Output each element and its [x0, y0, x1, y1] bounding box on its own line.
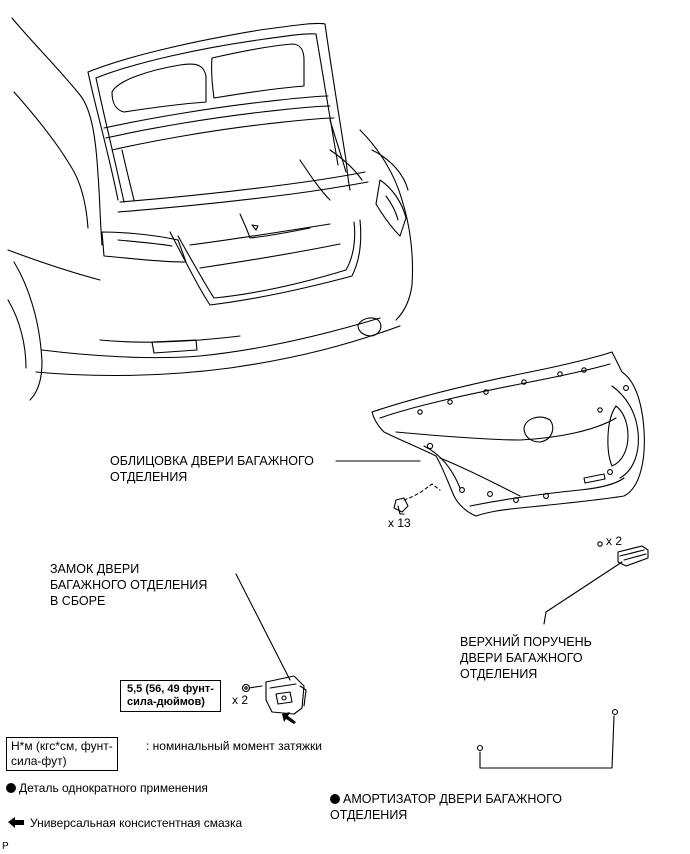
- lock-grease-arrow: [282, 712, 296, 724]
- damper-part: [476, 708, 619, 752]
- non-reusable-dot-icon: [330, 794, 340, 804]
- handle-leader-line: [543, 561, 623, 625]
- handle-label: ВЕРХНИЙ ПОРУЧЕНЬ ДВЕРИ БАГАЖНОГО ОТДЕЛЕН…: [460, 635, 592, 681]
- car-rear-drawing: [7, 17, 414, 401]
- legend-grease: Универсальная консистентная смазка: [30, 816, 243, 830]
- grease-arrow-icon: [8, 817, 24, 828]
- lock-label: ЗАМОК ДВЕРИ БАГАЖНОГО ОТДЕЛЕНИЯ В СБОРЕ: [50, 562, 208, 608]
- legend-torque-desc: : номинальный момент затяжки: [146, 739, 322, 753]
- damper-label: АМОРТИЗАТОР ДВЕРИ БАГАЖНОГО ОТДЕЛЕНИЯ: [330, 791, 562, 823]
- legend-torque-units-box: Н*м (кгс*см, фунт- сила-фут): [6, 737, 118, 771]
- handle-bolt-quantity: x 2: [606, 534, 623, 548]
- lock-leader-line: [235, 573, 291, 681]
- damper-leader-line: [479, 715, 615, 769]
- legend-dot-icon: [6, 783, 16, 793]
- trim-quantity: x 13: [388, 516, 411, 530]
- legend-non-reusable-text: Деталь однократного применения: [19, 781, 208, 795]
- legend-non-reusable: Деталь однократного применения: [6, 781, 208, 795]
- trunk-lock-part: [241, 675, 307, 715]
- trim-clip-guide: [403, 483, 441, 501]
- corner-mark: P: [2, 841, 9, 852]
- trim-label: ОБЛИЦОВКА ДВЕРИ БАГАЖНОГО ОТДЕЛЕНИЯ: [110, 454, 314, 484]
- trim-clip-part: [393, 497, 409, 515]
- lock-bolt-quantity: x 2: [232, 693, 249, 707]
- upper-handle-part: [597, 541, 649, 567]
- torque-spec-box: 5,5 (56, 49 фунт- сила-дюймов): [120, 680, 221, 712]
- trunk-lid-trim-panel: [371, 351, 645, 517]
- damper-label-text: АМОРТИЗАТОР ДВЕРИ БАГАЖНОГО ОТДЕЛЕНИЯ: [330, 792, 562, 822]
